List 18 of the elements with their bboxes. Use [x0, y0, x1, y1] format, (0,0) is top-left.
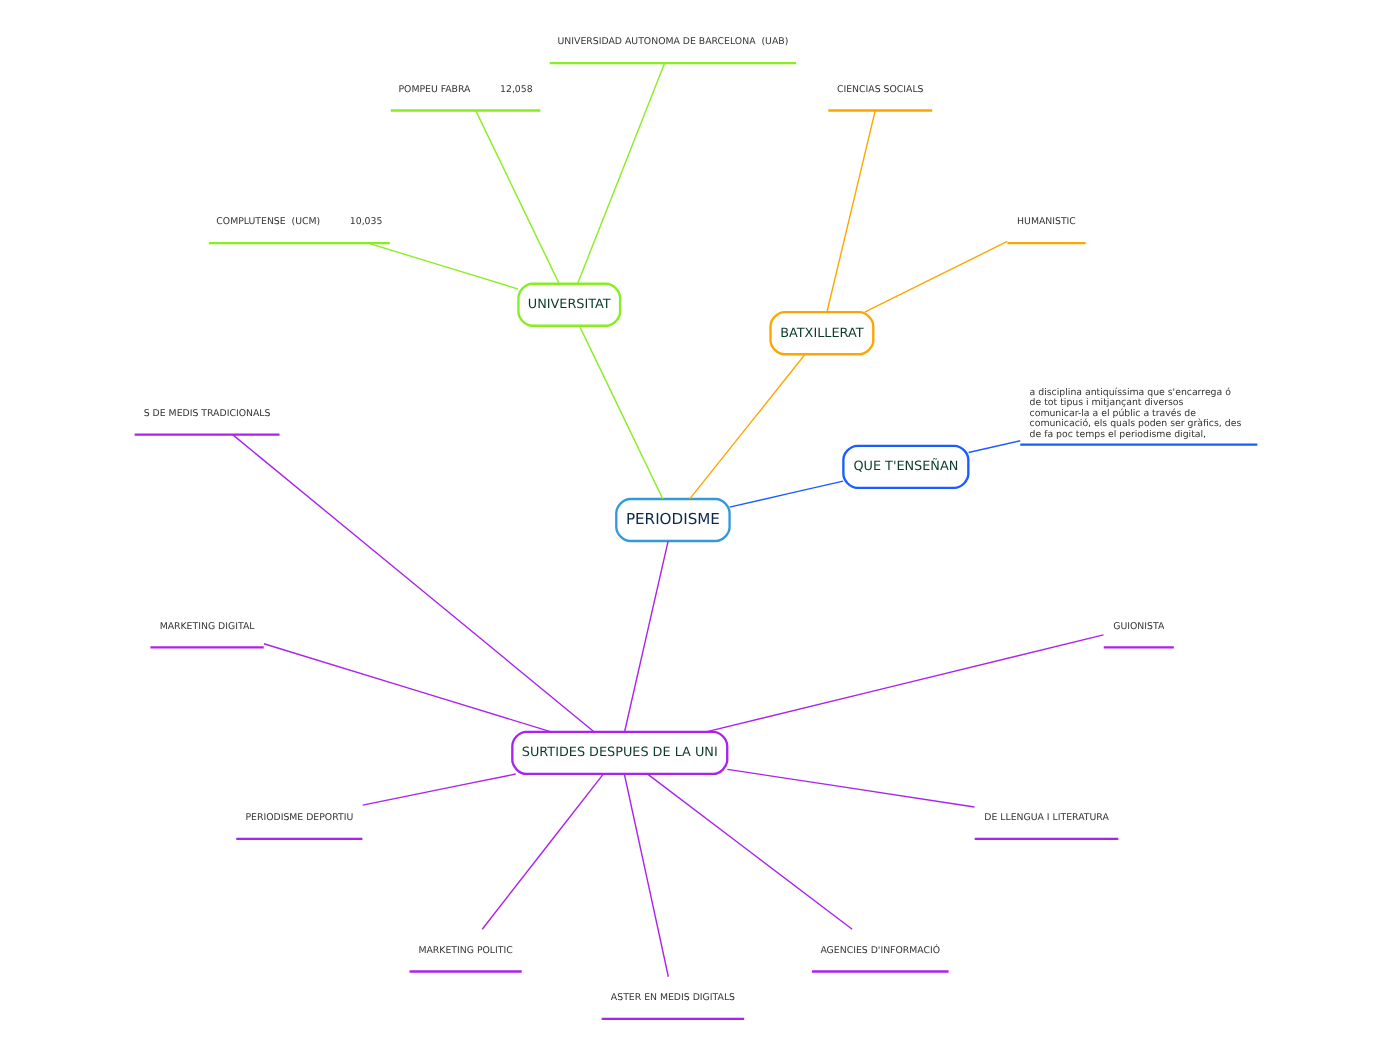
- connector: [623, 540, 669, 733]
- connector: [481, 773, 604, 930]
- connector: [362, 773, 517, 806]
- connector: [863, 240, 1008, 313]
- connector: [705, 634, 1105, 733]
- connector: [826, 110, 876, 313]
- connector: [475, 109, 560, 285]
- connector: [689, 353, 806, 500]
- connector: [646, 773, 853, 930]
- connector: [967, 440, 1021, 454]
- connector: [726, 768, 976, 808]
- connector: [623, 773, 670, 978]
- connector: [578, 325, 664, 500]
- connector: [232, 434, 595, 733]
- connector: [263, 643, 552, 733]
- connector: [728, 480, 844, 508]
- connector: [367, 242, 519, 290]
- connector: [576, 62, 666, 285]
